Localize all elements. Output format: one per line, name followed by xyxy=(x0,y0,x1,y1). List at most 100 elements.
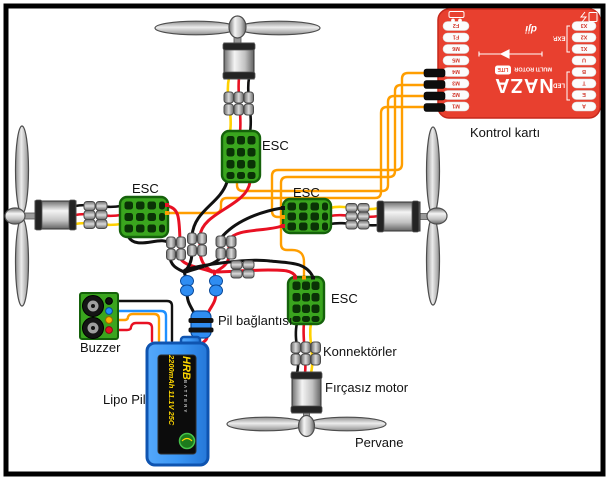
wire-buzzer-black xyxy=(110,299,174,343)
motor-bottom xyxy=(290,371,323,414)
esc-board-left xyxy=(118,195,170,239)
naza-pin-label: M6 xyxy=(452,45,460,51)
inline-blue-connectors xyxy=(180,275,223,297)
propeller-hub xyxy=(228,15,247,39)
arm-top xyxy=(154,15,321,184)
esc-slot-grid xyxy=(226,136,256,179)
esc-pin xyxy=(281,206,285,210)
bullet-connectors-bottom xyxy=(290,341,321,366)
label-brushless-motor: Fırçasız motor xyxy=(325,380,409,395)
esc-board-bottom xyxy=(286,275,326,326)
naza-pin-label: M5 xyxy=(452,57,460,63)
propeller-hub xyxy=(426,207,448,225)
naza-exp-label: EXP. xyxy=(552,35,565,41)
wire-buzzer-blue xyxy=(110,309,168,343)
signal-icon xyxy=(579,11,598,23)
led-bracket xyxy=(566,71,570,101)
propeller-blade xyxy=(154,20,238,36)
naza-pin-label: X1 xyxy=(581,45,588,51)
gimbal-icon xyxy=(448,11,465,23)
buzzer-speaker xyxy=(82,317,104,339)
motor-left xyxy=(34,199,77,231)
esc-slot-grid xyxy=(292,281,320,322)
naza-pin-label: A xyxy=(582,103,586,109)
naza-motor-connectors xyxy=(423,68,446,112)
label-propeller: Pervane xyxy=(355,435,403,450)
naza-pin-label: F1 xyxy=(453,34,459,40)
battery-brand-sub: BATTERY xyxy=(183,380,188,414)
naza-pin-label: M1 xyxy=(452,103,460,109)
motor-top xyxy=(222,42,256,80)
label-control-board: Kontrol kartı xyxy=(470,125,540,140)
naza-subtitle: MULTI ROTOR xyxy=(514,66,552,72)
naza-pin-label: U xyxy=(582,57,586,63)
esc-slot-grid xyxy=(287,202,328,231)
naza-subtitle-group: MULTI ROTOR LITE xyxy=(495,65,552,75)
battery-connector xyxy=(188,310,214,339)
wire-red-right-esc xyxy=(213,224,284,274)
label-lipo-battery: Lipo Pil xyxy=(103,392,146,407)
naza-pin-label: X2 xyxy=(581,34,588,40)
buzzer-speaker xyxy=(82,295,104,317)
esc-pin xyxy=(281,224,285,228)
buzzer-wires xyxy=(110,299,174,343)
label-esc-right: ESC xyxy=(293,185,320,200)
naza-name: NAZA xyxy=(494,74,554,96)
naza-pin-label: F2 xyxy=(453,22,459,28)
buzzer-pad-black xyxy=(105,297,113,305)
buzzer-board xyxy=(79,292,119,340)
propeller-blade xyxy=(425,216,441,306)
esc-pin xyxy=(281,215,285,219)
dji-logo: dji xyxy=(525,23,537,34)
wire-signal-bottom-esc xyxy=(279,83,430,291)
battery-spec: 2200mAh 11.1V 25C xyxy=(167,354,176,426)
arm-bottom xyxy=(226,275,387,438)
naza-control-board: F2 F1 M6 M5 M4 M3 M2 M1 X3 X2 X1 U B T E xyxy=(423,8,601,119)
label-esc-top: ESC xyxy=(262,138,289,153)
label-esc-bottom: ESC xyxy=(331,291,358,306)
text-labels: ESC ESC ESC ESC Kontrol kartı Buzzer Lip… xyxy=(80,125,540,450)
naza-pin-label: M2 xyxy=(452,91,460,97)
propeller-blade xyxy=(14,125,30,215)
naza-pin-label: X3 xyxy=(581,22,588,28)
wire-black-to-bottom-esc xyxy=(183,258,315,279)
esc-pin xyxy=(302,276,306,280)
arm-right xyxy=(281,126,448,306)
esc-board-right xyxy=(281,197,333,235)
motor-right xyxy=(376,200,421,233)
esc-pin xyxy=(165,211,169,215)
wire-red-to-bottom-esc xyxy=(212,268,298,279)
bullet-connectors-top xyxy=(223,91,254,116)
esc-pin xyxy=(165,203,169,207)
naza-led-label: LED xyxy=(552,82,565,88)
naza-pin-label: E xyxy=(582,91,586,97)
lipo-battery: HRB BATTERY 2200mAh 11.1V 25C xyxy=(145,335,210,467)
orientation-arrow-icon xyxy=(478,49,543,59)
battery-label xyxy=(157,354,197,455)
arm-left xyxy=(4,125,170,307)
naza-pin-label: M4 xyxy=(451,68,460,74)
bottom-esc-power-connectors xyxy=(230,260,255,279)
battery-logo xyxy=(178,432,196,450)
label-buzzer: Buzzer xyxy=(80,340,121,355)
propeller-blade xyxy=(226,416,306,432)
label-connectors: Konnektörler xyxy=(323,344,397,359)
battery-brand: HRB xyxy=(180,356,192,380)
naza-lite-badge: LITE xyxy=(497,66,508,72)
wire-signal-right-esc xyxy=(270,71,430,219)
propeller-hub xyxy=(297,414,316,438)
propeller-blade xyxy=(14,217,30,307)
esc-board-top xyxy=(220,129,262,184)
wire-buzzer-red xyxy=(110,321,154,343)
propeller-hub xyxy=(4,207,26,225)
buzzer-pad-blue xyxy=(105,307,113,315)
bullet-connectors-left xyxy=(83,201,108,229)
propeller-blade xyxy=(307,416,387,432)
center-power-connectors xyxy=(166,232,237,261)
naza-pin-label: T xyxy=(582,80,586,86)
exp-bracket xyxy=(566,25,570,53)
esc-slot-grid xyxy=(124,201,165,233)
propeller-blade xyxy=(237,20,321,36)
propeller-blade xyxy=(425,126,441,216)
